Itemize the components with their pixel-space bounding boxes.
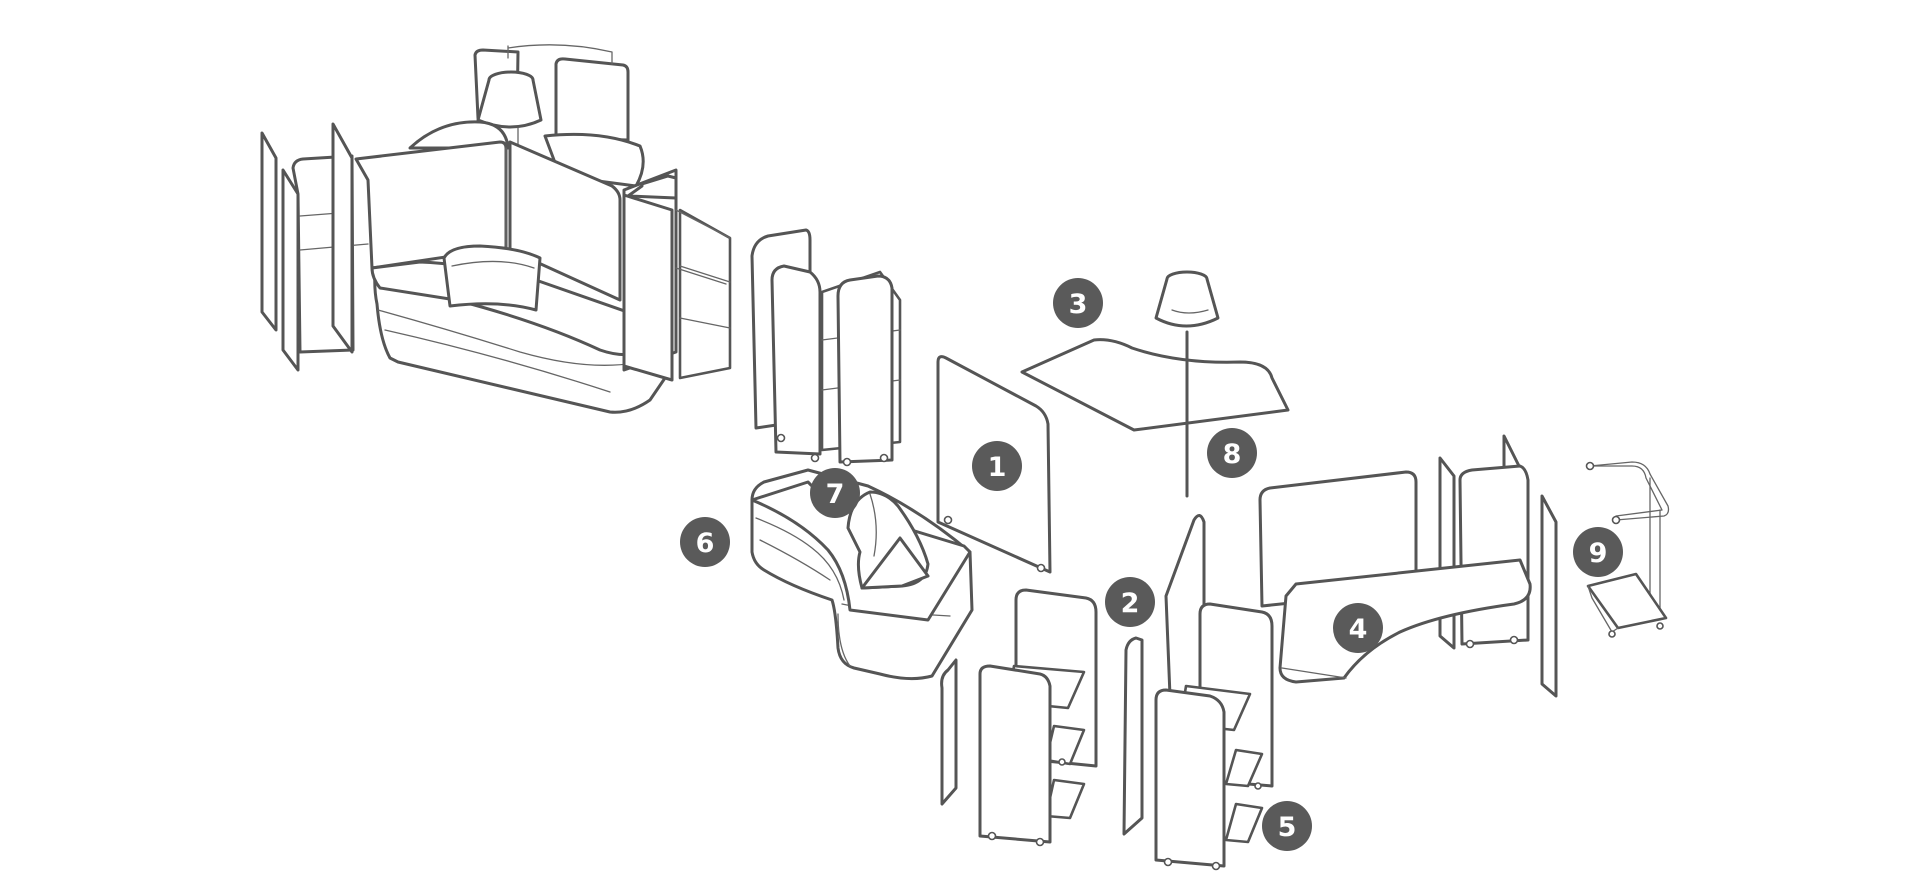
floor-lamp [1154,270,1220,498]
desk-workstation [1258,434,1558,698]
backrest-cushion [846,490,930,590]
callout-badge-5: 5 [1262,801,1312,851]
callout-badge-9: 9 [1573,527,1623,577]
callout-label: 9 [1589,538,1608,569]
callout-label: 8 [1223,439,1242,470]
callout-badge-1: 1 [972,441,1022,491]
callout-label: 2 [1121,588,1140,619]
callout-badge-8: 8 [1207,428,1257,478]
callout-label: 7 [826,479,845,510]
callout-badge-2: 2 [1105,577,1155,627]
hanging-rail-cart [1585,461,1670,638]
callout-label: 5 [1278,812,1297,843]
storage-tower [750,228,902,467]
callout-badge-4: 4 [1333,603,1383,653]
callout-badge-7: 7 [810,468,860,518]
callout-badge-3: 3 [1053,278,1103,328]
table-top [1020,338,1290,432]
callout-label: 3 [1069,289,1088,320]
callout-badge-6: 6 [680,517,730,567]
callout-label: 6 [696,528,715,559]
callout-label: 4 [1349,614,1368,645]
storage-panel-group-left [940,588,1144,847]
assembled-pod [260,44,732,414]
storage-panel-group-right [1154,514,1274,871]
callout-label: 1 [988,452,1007,483]
